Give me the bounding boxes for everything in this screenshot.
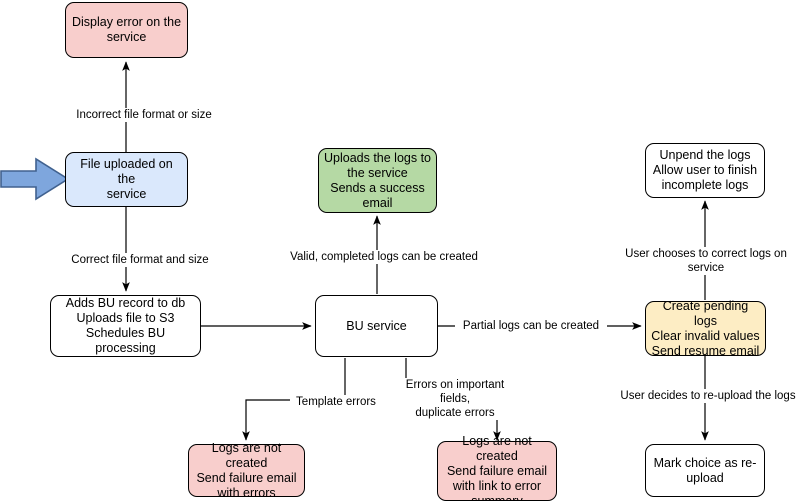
node-unpend-logs[interactable]: Unpend the logs Allow user to finish inc…: [645, 143, 765, 198]
node-mark-choice[interactable]: Mark choice as re- upload: [645, 444, 765, 497]
node-adds-bu-record[interactable]: Adds BU record to db Uploads file to S3 …: [50, 295, 201, 357]
edge-label-user-reuploads: User decides to re-upload the logs: [618, 389, 798, 403]
edge-label-valid-logs: Valid, completed logs can be created: [282, 250, 486, 264]
node-display-error[interactable]: Display error on the service: [65, 2, 188, 58]
node-bu-service[interactable]: BU service: [315, 295, 438, 357]
node-logs-not-created-fields[interactable]: Logs are not created Send failure email …: [437, 434, 557, 501]
edge-label-important-fields: Errors on important fields, duplicate er…: [392, 378, 518, 420]
node-create-pending-logs[interactable]: Create pending logs Clear invalid values…: [645, 299, 766, 358]
entry-arrow-icon: [0, 157, 70, 201]
edge-label-user-corrects: User chooses to correct logs on service: [607, 247, 801, 275]
edge-label-template-errors: Template errors: [290, 395, 382, 409]
edge-label-incorrect-format: Incorrect file format or size: [58, 108, 230, 122]
edge-label-partial-logs: Partial logs can be created: [455, 319, 607, 333]
node-file-uploaded[interactable]: File uploaded on the service: [65, 152, 188, 207]
edge-label-correct-format: Correct file format and size: [58, 253, 222, 267]
node-logs-not-created-template[interactable]: Logs are not created Send failure email …: [188, 441, 305, 500]
node-uploads-logs[interactable]: Uploads the logs to the service Sends a …: [318, 148, 437, 213]
